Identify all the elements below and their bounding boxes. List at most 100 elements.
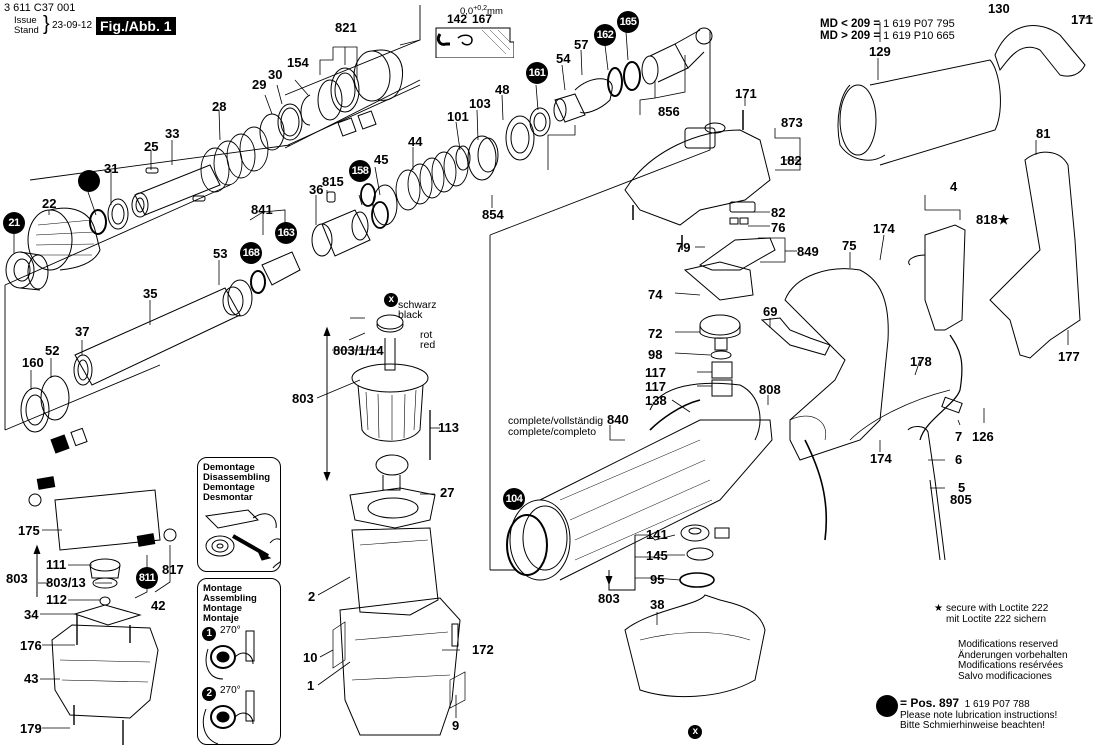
part-label-9[interactable]: 9 (452, 718, 460, 733)
part-label-856[interactable]: 856 (658, 104, 680, 119)
fan-guide-27 (349, 487, 436, 529)
part-label-22[interactable]: 22 (42, 196, 57, 211)
part-label-31[interactable]: 31 (104, 161, 119, 176)
part-label-171-top[interactable]: 171 (1071, 12, 1093, 27)
part-label-840[interactable]: 840 (607, 412, 629, 427)
part-label-111[interactable]: 111 (46, 557, 67, 572)
part-label-36[interactable]: 36 (309, 182, 324, 197)
part-label-5[interactable]: 5 (958, 480, 966, 495)
part-label-174-bottom[interactable]: 174 (870, 451, 892, 466)
part-label-10[interactable]: 10 (303, 650, 318, 665)
part-label-821[interactable]: 821 (335, 20, 357, 35)
part-label-154[interactable]: 154 (287, 55, 309, 70)
badge-161[interactable]: 161 (526, 62, 548, 84)
part-label-42[interactable]: 42 (151, 598, 166, 613)
part-label-82[interactable]: 82 (771, 205, 786, 220)
part-label-117-a[interactable]: 117 (645, 365, 666, 380)
part-label-113[interactable]: 113 (438, 420, 459, 435)
part-label-817[interactable]: 817 (162, 562, 184, 577)
part-label-34[interactable]: 34 (24, 607, 39, 622)
part-label-54[interactable]: 54 (556, 51, 571, 66)
part-label-101[interactable]: 101 (447, 109, 469, 124)
badge-x-armature[interactable]: x (384, 293, 398, 307)
badge-163[interactable]: 163 (275, 222, 297, 244)
disassembly-title: Demontage Disassembling Demontage Desmon… (203, 463, 270, 503)
part-label-7[interactable]: 7 (955, 429, 963, 444)
part-label-182[interactable]: 182 (780, 153, 802, 168)
part-label-112[interactable]: 112 (46, 592, 67, 607)
part-label-145[interactable]: 145 (646, 548, 668, 563)
part-label-103[interactable]: 103 (469, 96, 491, 111)
part-label-178[interactable]: 178 (910, 354, 932, 369)
badge-811[interactable]: 811 (136, 567, 158, 589)
part-label-171[interactable]: 171 (735, 86, 757, 101)
part-label-25[interactable]: 25 (144, 139, 159, 154)
part-label-35[interactable]: 35 (143, 286, 158, 301)
part-label-75[interactable]: 75 (842, 238, 857, 253)
part-label-4[interactable]: 4 (950, 179, 958, 194)
part-label-1[interactable]: 1 (307, 678, 315, 693)
part-label-38[interactable]: 38 (650, 597, 665, 612)
part-label-818[interactable]: 818★ (976, 213, 1009, 226)
part-label-803-base[interactable]: 803 (6, 571, 28, 586)
part-label-854[interactable]: 854 (482, 207, 504, 222)
part-label-43[interactable]: 43 (24, 671, 39, 686)
badge-21[interactable]: 21 (3, 212, 25, 234)
part-label-175[interactable]: 175 (18, 523, 40, 538)
part-label-44[interactable]: 44 (408, 134, 423, 149)
part-label-76[interactable]: 76 (771, 220, 786, 235)
part-label-803-gear[interactable]: 803 (598, 591, 620, 606)
part-label-805[interactable]: 805 (950, 492, 972, 507)
part-label-30[interactable]: 30 (268, 67, 283, 82)
part-label-815[interactable]: 815 (322, 174, 344, 189)
part-label-167[interactable]: 167 (472, 12, 493, 26)
part-label-803-13[interactable]: 803/13 (46, 575, 86, 590)
badge-162[interactable]: 162 (594, 24, 616, 46)
part-label-95[interactable]: 95 (650, 572, 665, 587)
part-label-48[interactable]: 48 (495, 82, 510, 97)
part-label-808[interactable]: 808 (759, 382, 781, 397)
part-label-179[interactable]: 179 (20, 721, 42, 736)
badge-165[interactable]: 165 (617, 11, 639, 33)
part-label-6[interactable]: 6 (955, 452, 963, 467)
seal-dimension: 0,0+0,2mm (460, 3, 503, 17)
part-label-130[interactable]: 130 (988, 1, 1010, 16)
part-label-45[interactable]: 45 (374, 152, 389, 167)
part-label-841[interactable]: 841 (251, 202, 273, 217)
part-label-803-armature[interactable]: 803 (292, 391, 314, 406)
part-label-27[interactable]: 27 (440, 485, 455, 500)
part-label-29[interactable]: 29 (252, 77, 267, 92)
part-label-81[interactable]: 81 (1036, 126, 1051, 141)
badge-104[interactable]: 104 (503, 488, 525, 510)
part-label-174-top[interactable]: 174 (873, 221, 895, 236)
part-label-126[interactable]: 126 (972, 429, 994, 444)
part-label-72[interactable]: 72 (648, 326, 663, 341)
variant-value-2: 1 619 P10 665 (883, 30, 955, 42)
part-label-873[interactable]: 873 (781, 115, 803, 130)
badge-168[interactable]: 168 (240, 242, 262, 264)
part-label-79[interactable]: 79 (676, 240, 691, 255)
part-label-142[interactable]: 142 (447, 12, 468, 26)
part-label-141[interactable]: 141 (646, 527, 668, 542)
part-label-33[interactable]: 33 (165, 126, 180, 141)
part-label-53[interactable]: 53 (213, 246, 228, 261)
badge-x-cover[interactable]: x (688, 725, 702, 739)
part-label-849[interactable]: 849 (797, 244, 819, 259)
part-label-57[interactable]: 57 (574, 37, 589, 52)
part-label-138[interactable]: 138 (645, 393, 667, 408)
part-label-176[interactable]: 176 (20, 638, 42, 653)
part-label-129[interactable]: 129 (869, 44, 891, 59)
part-label-52[interactable]: 52 (45, 343, 60, 358)
part-label-117-b[interactable]: 117 (645, 379, 666, 394)
part-label-69[interactable]: 69 (763, 304, 778, 319)
part-label-803-1-14[interactable]: 803/1/14 (333, 343, 384, 358)
part-label-28[interactable]: 28 (212, 99, 227, 114)
part-label-177[interactable]: 177 (1058, 349, 1080, 364)
part-label-172[interactable]: 172 (472, 642, 494, 657)
badge-158[interactable]: 158 (349, 160, 371, 182)
part-label-2[interactable]: 2 (308, 589, 316, 604)
part-label-98[interactable]: 98 (648, 347, 663, 362)
part-label-160[interactable]: 160 (22, 355, 44, 370)
part-label-74[interactable]: 74 (648, 287, 663, 302)
part-label-37[interactable]: 37 (75, 324, 90, 339)
